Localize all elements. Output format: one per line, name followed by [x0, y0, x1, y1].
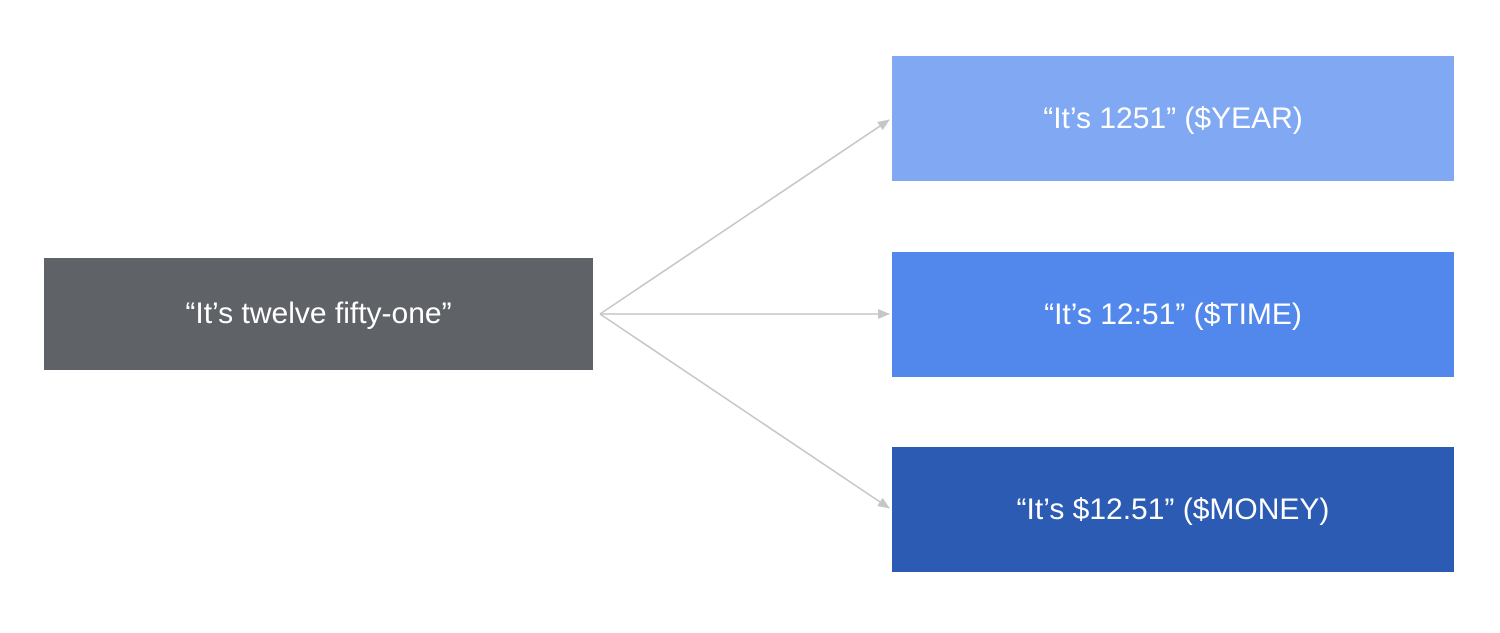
output-money-text: “It’s $12.51” ($MONEY) — [1016, 492, 1330, 526]
output-money-box: “It’s $12.51” ($MONEY) — [892, 447, 1454, 572]
output-year-text: “It’s 1251” ($YEAR) — [1043, 101, 1303, 135]
arrow-to-year — [599, 119, 890, 315]
output-time-box: “It’s 12:51” ($TIME) — [892, 252, 1454, 377]
source-utterance-text: “It’s twelve fifty-one” — [185, 297, 452, 330]
source-utterance-box: “It’s twelve fifty-one” — [44, 258, 593, 370]
output-time-text: “It’s 12:51” ($TIME) — [1044, 297, 1302, 331]
output-year-box: “It’s 1251” ($YEAR) — [892, 56, 1454, 181]
arrow-to-money — [599, 313, 890, 509]
